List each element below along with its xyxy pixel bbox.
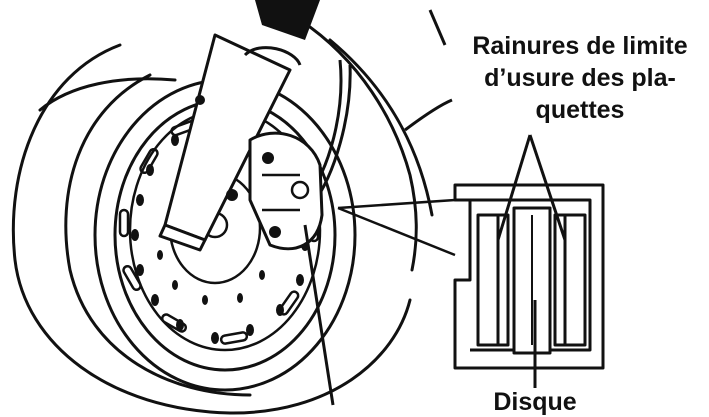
- fender-stay: [428, 9, 447, 46]
- fender: [38, 18, 418, 272]
- caliper-piston: [290, 180, 310, 200]
- fork-clamp: [243, 46, 302, 66]
- fender-strut: [404, 98, 453, 132]
- fork-spring: [255, 0, 320, 40]
- tire-outline: [11, 43, 412, 415]
- callout-line-top: [337, 198, 456, 210]
- pad-right: [553, 213, 587, 347]
- fork-leg-bottom: [158, 223, 207, 252]
- fork-bolt: [195, 95, 205, 105]
- callout-line-bottom: [337, 206, 456, 257]
- caliper-detail: [262, 173, 300, 212]
- caliper-bolt-2: [269, 226, 281, 238]
- pad-left: [476, 213, 510, 347]
- inset-frame: [453, 183, 605, 370]
- caliper-leader: [303, 224, 335, 406]
- wear-grooves-line-3: quettes: [535, 96, 625, 124]
- wear-grooves-line-2: d’usure des pla-: [484, 64, 676, 92]
- wear-grooves-label: Rainures de limite d’usure des pla- quet…: [452, 30, 708, 126]
- fender-edge: [328, 38, 434, 217]
- caliper-bolt-3: [226, 189, 238, 201]
- tire-inner-edge: [64, 73, 252, 397]
- caliper-bolt-1: [262, 152, 274, 164]
- inset-detail: [453, 183, 605, 370]
- disc-label: Disque: [493, 388, 577, 416]
- wear-grooves-line-1: Rainures de limite: [472, 32, 688, 60]
- wear-leader-left: [496, 134, 532, 241]
- wear-leader-right: [528, 134, 567, 241]
